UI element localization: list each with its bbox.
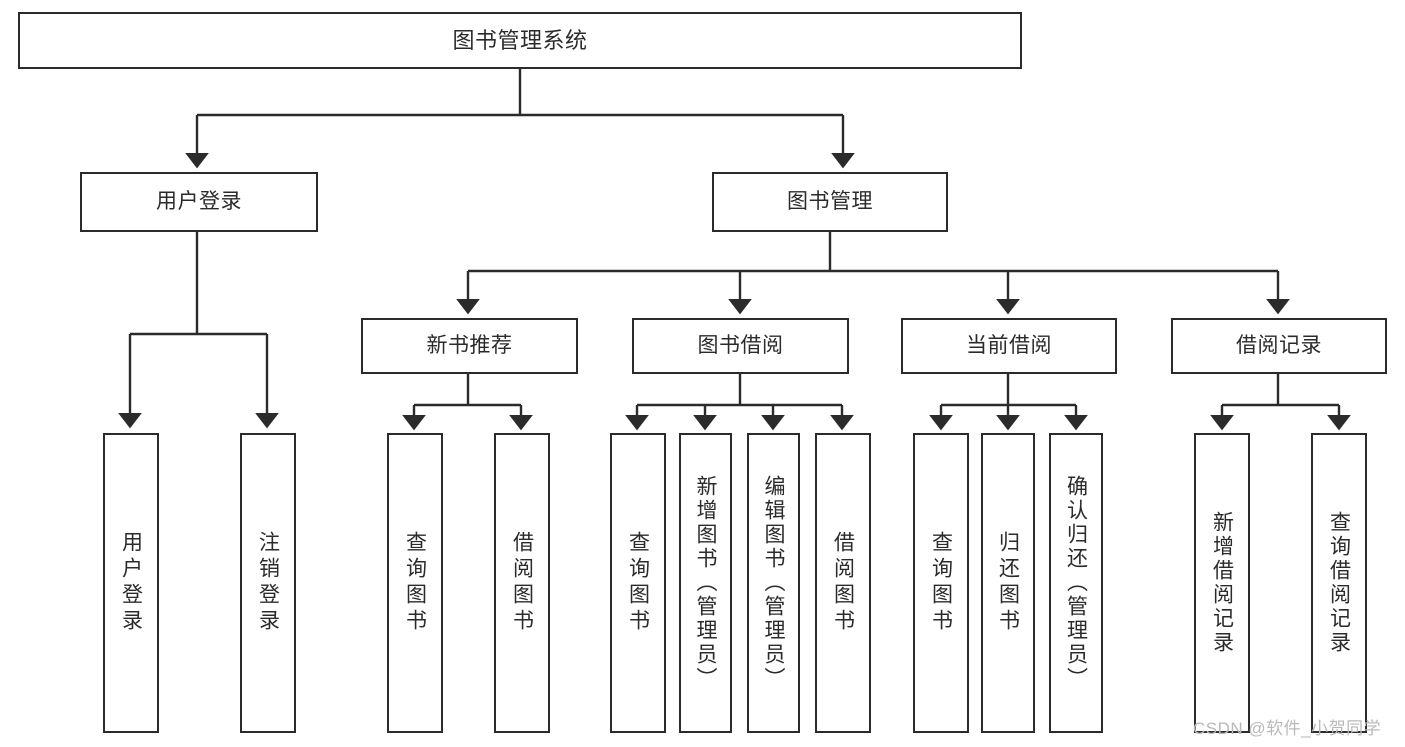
node-user-login-label: 用户登录: [156, 189, 242, 213]
node-book-borrow[interactable]: 图书借阅: [632, 318, 849, 374]
node-leaf-logout-login-label: 注销登录: [256, 531, 280, 635]
node-leaf-confirm-return-label: 确认归还（管理员）: [1064, 475, 1088, 691]
node-leaf-borrow-book-1[interactable]: 借阅图书: [494, 433, 550, 733]
node-leaf-query-book-3-label: 查询图书: [929, 531, 953, 635]
node-book-borrow-label: 图书借阅: [697, 333, 784, 357]
node-leaf-confirm-return[interactable]: 确认归还（管理员）: [1049, 433, 1103, 733]
node-leaf-add-record[interactable]: 新增借阅记录: [1194, 433, 1250, 733]
node-leaf-return-book-label: 归还图书: [996, 531, 1020, 635]
node-leaf-query-book-1[interactable]: 查询图书: [387, 433, 443, 733]
node-root[interactable]: 图书管理系统: [18, 12, 1022, 69]
node-leaf-add-book-label: 新增图书（管理员）: [694, 475, 718, 691]
node-leaf-query-book-3[interactable]: 查询图书: [913, 433, 969, 733]
node-leaf-borrow-book-1-label: 借阅图书: [510, 531, 534, 635]
node-leaf-query-record[interactable]: 查询借阅记录: [1311, 433, 1367, 733]
node-new-book-recommend-label: 新书推荐: [426, 333, 513, 357]
node-leaf-user-login-label: 用户登录: [119, 531, 143, 635]
node-leaf-edit-book[interactable]: 编辑图书（管理员）: [747, 433, 800, 733]
node-book-manage[interactable]: 图书管理: [712, 172, 948, 232]
node-leaf-add-record-label: 新增借阅记录: [1210, 511, 1234, 655]
node-borrow-record[interactable]: 借阅记录: [1171, 318, 1387, 374]
node-leaf-query-book-1-label: 查询图书: [403, 531, 427, 635]
node-borrow-record-label: 借阅记录: [1236, 333, 1322, 357]
node-leaf-user-login[interactable]: 用户登录: [103, 433, 159, 733]
node-root-label: 图书管理系统: [452, 27, 588, 53]
node-current-borrow[interactable]: 当前借阅: [901, 318, 1117, 374]
node-book-manage-label: 图书管理: [787, 189, 873, 213]
node-leaf-edit-book-label: 编辑图书（管理员）: [762, 475, 786, 691]
node-current-borrow-label: 当前借阅: [966, 333, 1052, 357]
node-leaf-borrow-book-2[interactable]: 借阅图书: [815, 433, 871, 733]
node-leaf-query-book-2[interactable]: 查询图书: [610, 433, 666, 733]
node-leaf-return-book[interactable]: 归还图书: [981, 433, 1035, 733]
node-leaf-query-record-label: 查询借阅记录: [1327, 511, 1351, 655]
node-leaf-add-book[interactable]: 新增图书（管理员）: [679, 433, 732, 733]
node-leaf-query-book-2-label: 查询图书: [626, 531, 650, 635]
node-leaf-logout-login[interactable]: 注销登录: [240, 433, 296, 733]
node-new-book-recommend[interactable]: 新书推荐: [361, 318, 578, 374]
node-user-login[interactable]: 用户登录: [80, 172, 318, 232]
csdn-watermark: CSDN @软件_小贺同学: [1193, 719, 1382, 738]
node-leaf-borrow-book-2-label: 借阅图书: [831, 531, 855, 635]
